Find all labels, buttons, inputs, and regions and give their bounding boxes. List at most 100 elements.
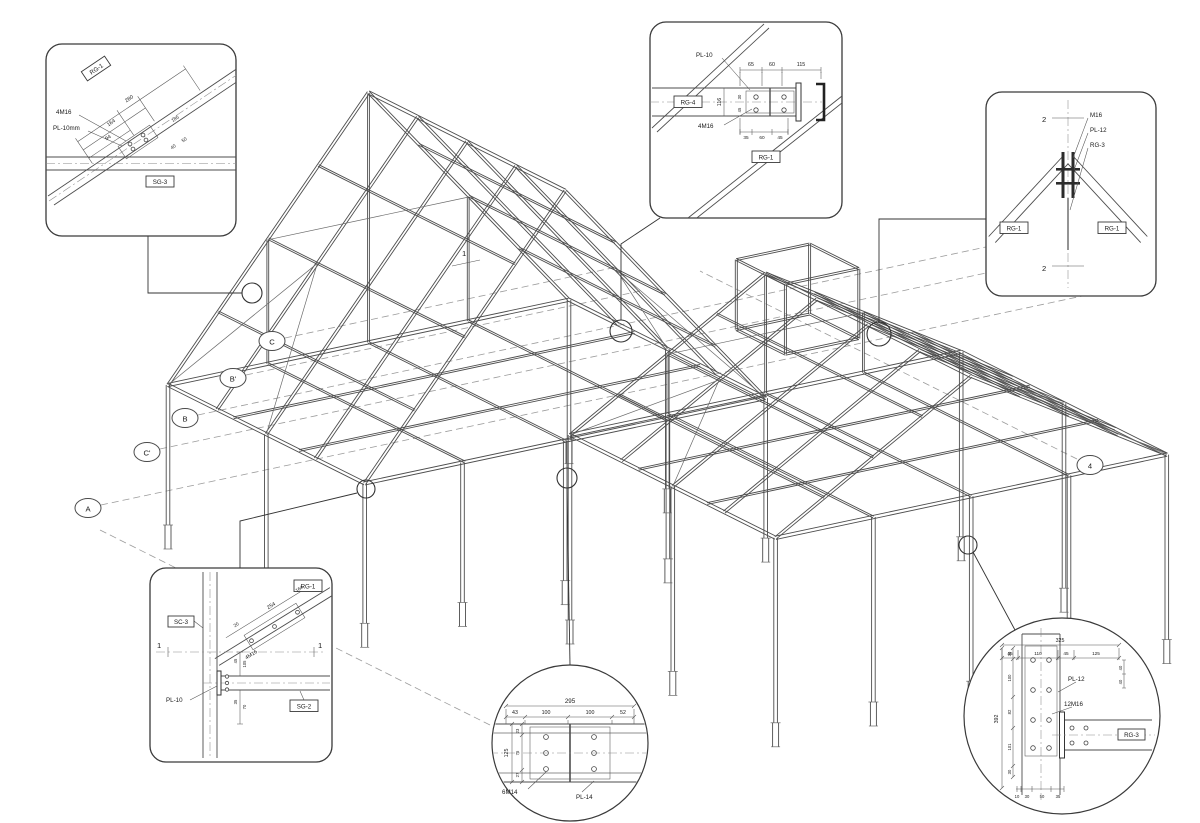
steel-frame-model (163, 90, 1172, 748)
dim-label: 45 (1007, 651, 1013, 656)
dim-label: 125 (504, 749, 510, 758)
section-marker-label: 1 (462, 249, 466, 258)
dim-label: 325 (1056, 638, 1065, 644)
member-tag: RG-1 (293, 579, 323, 592)
grid-label-b: B (182, 415, 187, 424)
dim-label: 10 (1015, 794, 1020, 799)
dim-label: 82 (1007, 709, 1012, 714)
dim-label: 254 (266, 601, 277, 611)
connection-circle-haunch (356, 479, 376, 499)
dim-label: 60 (769, 62, 775, 68)
dim-label: 164 (106, 118, 117, 128)
dim-label: 30 (1025, 794, 1030, 799)
bolt-label: 4M16 (698, 123, 714, 130)
dim-label: 185 (171, 114, 181, 123)
grid-marker-a: A (74, 498, 102, 518)
rafter-tag-label: RG-1 (759, 155, 774, 162)
section-label-left: 1 (157, 641, 161, 650)
left-member-tag-label: RG-1 (1007, 226, 1022, 233)
beam-tag-label: RG-3 (1124, 732, 1139, 739)
beam-tag-label: SG-3 (153, 179, 168, 186)
tie-tag-label: RG-3 (1090, 142, 1105, 149)
dim-label: 295 (565, 698, 576, 705)
dim-label: 75 (515, 750, 520, 755)
grid-label-a: A (85, 505, 91, 514)
dim-label: 94 (104, 134, 112, 142)
dim-label: 280 (124, 94, 135, 104)
member-tag: RG-4 (673, 95, 703, 108)
grid-marker-b-prime: B' (219, 368, 247, 388)
detail-bottom-left-drawing (156, 572, 332, 758)
dim-label: 125 (1092, 651, 1100, 656)
detail-callout-top-left: RG-1 94 164 280 40 50 185 4M16 PL-10mm S… (45, 43, 237, 237)
plate-label: PL-10 (166, 697, 183, 704)
detail-callout-top-center: PL-10 RG-4 116 30 45 65 60 115 4M16 35 6… (649, 21, 843, 219)
dim-label: 40 (1118, 665, 1123, 670)
callout-frame (149, 567, 333, 763)
dim-label: 35 (743, 135, 749, 140)
dim-label: 45 (737, 107, 742, 112)
grid-label-4: 4 (1088, 462, 1092, 471)
dim-label: 35 (1056, 794, 1061, 799)
dim-label: 45 (233, 658, 238, 663)
grid-marker-b: B (171, 408, 199, 428)
grid-label-c-prime: C' (144, 449, 151, 458)
dim-label: 60 (759, 135, 765, 140)
dim-label: 45 (1063, 651, 1069, 656)
dim-label: 30 (737, 94, 742, 99)
detail-top-left-drawing (46, 65, 236, 206)
section-label-bottom: 2 (1042, 264, 1046, 273)
detail-callout-bottom-right: 325 45 110 45 125 40 40 PL-12 12M16 392 … (963, 617, 1161, 815)
grid-marker-4: 4 (1076, 455, 1104, 475)
dim-label: 40 (1118, 679, 1123, 684)
dim-label: 50 (1040, 794, 1045, 799)
bolt-label: 12M16 (1064, 701, 1083, 708)
grid-marker-c: C (258, 331, 286, 351)
dim-label: 110 (1034, 651, 1042, 656)
dim-label: 100 (586, 710, 595, 716)
connection-circle-beam-splice (609, 319, 633, 343)
beam-tag: SG-3 (145, 175, 175, 188)
plate-label: PL-12 (1090, 127, 1107, 134)
member-tag-label: RG-4 (681, 100, 696, 107)
callout-frame (985, 91, 1157, 297)
dim-label: 116 (717, 98, 723, 106)
dim-label: 35 (233, 699, 238, 704)
bolt-label: 4M16 (56, 109, 72, 116)
dim-label: 70 (242, 704, 247, 709)
dim-label: 40 (170, 143, 177, 150)
detail-bottom-right-drawing (999, 628, 1155, 800)
beam-tag-label: SG-2 (297, 704, 312, 711)
plate-label: PL-14 (576, 794, 593, 801)
grid-marker-c-prime: C' (133, 442, 161, 462)
rafter-tag: RG-1 (751, 150, 781, 163)
plate-label: PL-10mm (53, 125, 80, 132)
section-label-right: 1 (318, 641, 322, 650)
dim-label: 100 (542, 710, 551, 716)
grid-label-c: C (269, 338, 275, 347)
dim-label: 164 (295, 584, 305, 593)
dim-label: 45 (777, 135, 783, 140)
dim-label: 100 (1007, 674, 1012, 682)
detail-leader-lines (147, 217, 1016, 666)
detail-callout-bottom-center: 295 43 100 100 52 125 23 75 27 6M14 PL-1… (491, 664, 649, 822)
detail-bottom-center-drawing (493, 703, 647, 793)
bolt-label: 6M14 (502, 789, 518, 796)
member-tag-label: RG-1 (301, 584, 316, 591)
dim-label: 50 (181, 136, 188, 143)
dim-label: 392 (994, 715, 1000, 724)
dim-label: 30 (1007, 769, 1012, 774)
right-member-tag: RG-1 (1097, 221, 1127, 234)
column-tag: SC-3 (167, 615, 195, 628)
dim-label: 20 (233, 621, 240, 628)
dim-label: 105 (242, 660, 247, 668)
detail-callout-top-right: 2 2 M16 PL-12 RG-3 RG-1 RG-1 (985, 91, 1157, 297)
model-section-marker: 1 (451, 249, 481, 267)
bolt-label: M16 (1090, 112, 1103, 119)
dim-label: 101 (1007, 743, 1012, 751)
dim-label: 115 (797, 62, 805, 68)
left-member-tag: RG-1 (999, 221, 1029, 234)
callout-frame (45, 43, 237, 237)
right-member-tag-label: RG-1 (1105, 226, 1120, 233)
